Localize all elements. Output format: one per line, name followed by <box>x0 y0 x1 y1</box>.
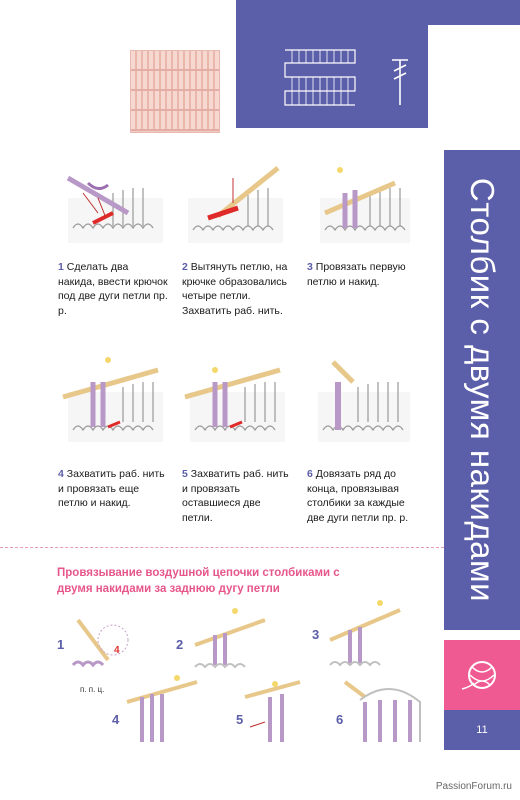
side-title: Столбик с двумя накидами <box>464 177 502 603</box>
chain-step-5-figure <box>240 672 320 747</box>
yarn-ball-icon <box>461 661 496 690</box>
chain-step-1-figure <box>68 605 138 685</box>
chain-step-2-number: 2 <box>176 637 184 652</box>
step-2-text: 2 Вытянуть петлю, на крючке образовались… <box>182 261 288 317</box>
chain-step-1-number: 1 <box>57 637 65 652</box>
chain-step-6-number: 6 <box>336 712 344 727</box>
side-title-bar <box>444 150 520 630</box>
step-1-text: 1 Сделать два накида, ввести крючок под … <box>58 261 168 317</box>
step-6-figure <box>313 352 413 447</box>
step-2-figure <box>178 158 288 248</box>
step-5-text: 5 Захватить раб. нить и провязать оставш… <box>182 468 289 524</box>
red-callout-number: 4 <box>114 645 120 656</box>
step-3-figure <box>315 158 415 248</box>
step-1-figure <box>58 158 168 248</box>
watermark: PassionForum.ru <box>435 781 512 792</box>
page-number-box: 11 <box>444 710 520 750</box>
step-4-figure <box>58 352 168 447</box>
header-block <box>236 0 428 128</box>
chain-step-4-number: 4 <box>112 712 120 727</box>
stitch-symbol-chart <box>284 49 408 106</box>
step-3-text: 3 Провязать первую петлю и накид. <box>307 261 406 288</box>
page-number: 11 <box>476 724 488 736</box>
ppc-label: п. п. ц. <box>80 685 105 694</box>
step-5-figure <box>180 352 290 447</box>
knitted-swatch-image <box>130 50 220 133</box>
step-6-text: 6 Довязать ряд до конца, провязывая стол… <box>307 468 409 524</box>
yarn-ball-logo <box>444 640 520 710</box>
chain-step-2-figure <box>190 605 270 675</box>
step-4-text: 4 Захватить раб. нить и провязать еще пе… <box>58 468 165 509</box>
chain-step-5-number: 5 <box>236 712 244 727</box>
chain-step-3-figure <box>325 595 405 670</box>
chain-step-3-number: 3 <box>312 627 320 642</box>
section-divider <box>0 547 444 548</box>
header-strip <box>428 0 520 25</box>
chain-step-6-figure <box>340 672 430 747</box>
subsection-title: Провязывание воздушной цепочки столбикам… <box>57 567 340 595</box>
chain-step-4-figure <box>122 672 202 747</box>
